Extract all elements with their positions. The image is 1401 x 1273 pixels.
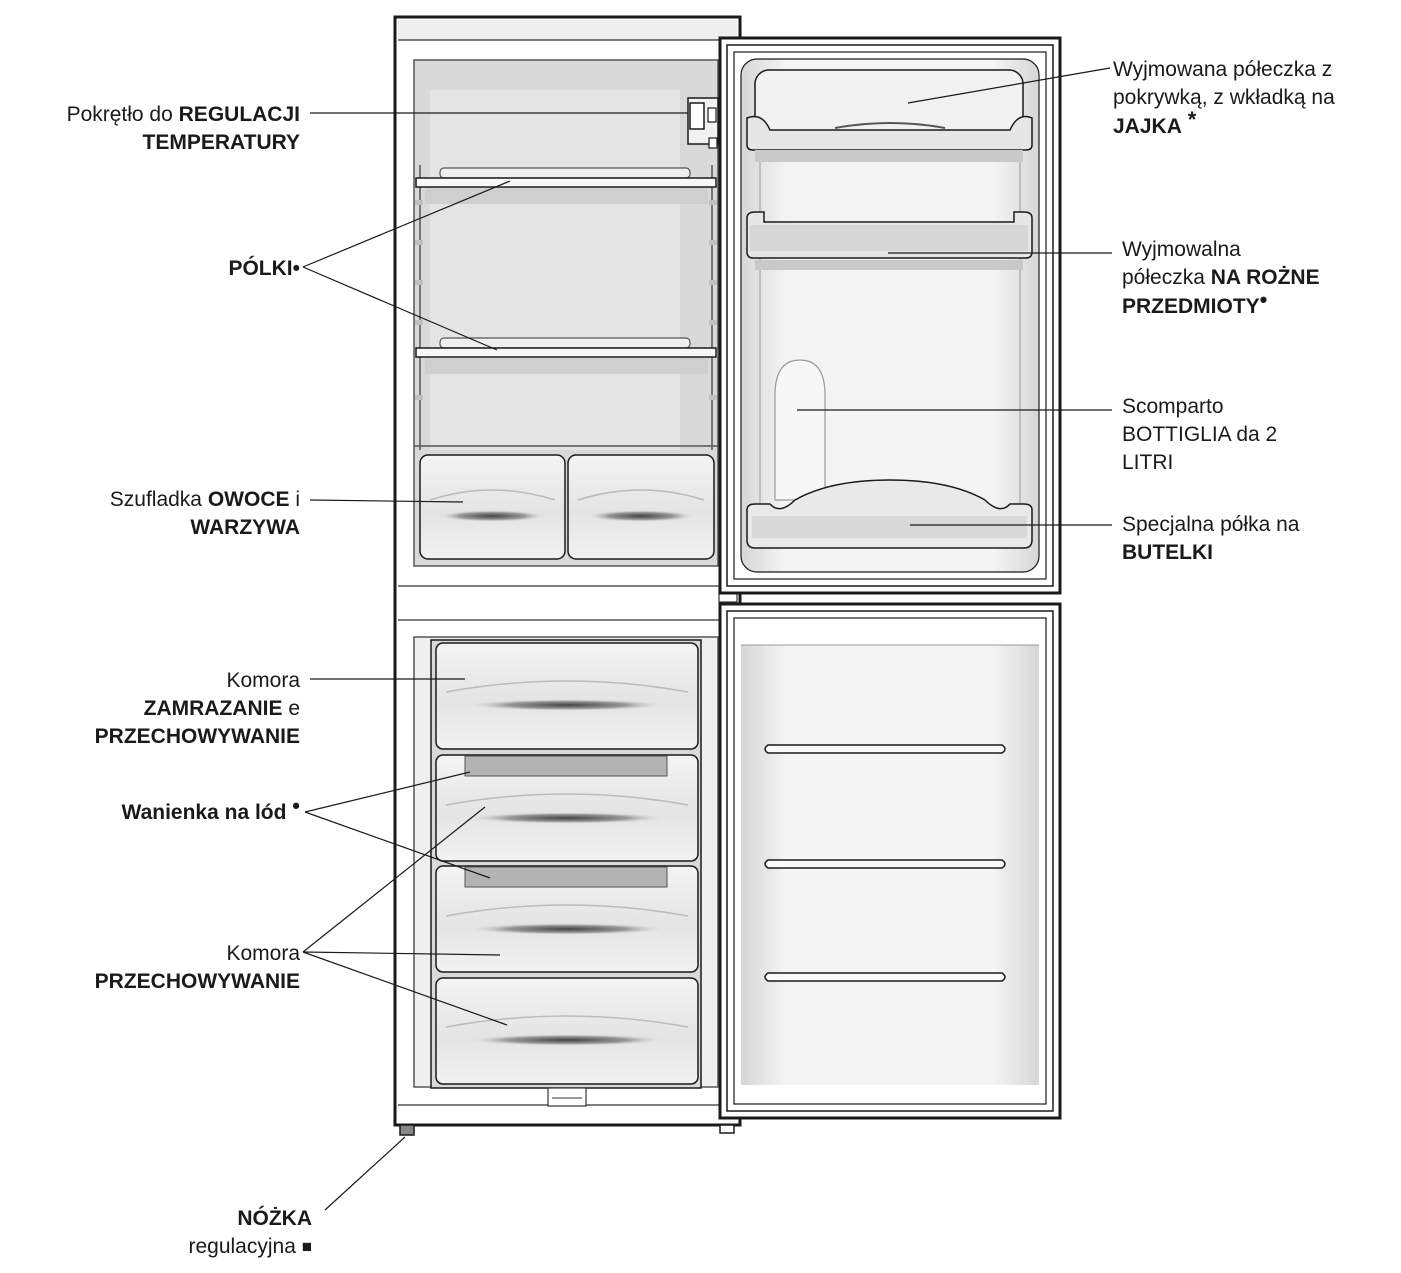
label-egg-shelf: Wyjmowana półeczka z pokrywką, z wkładką… bbox=[1113, 58, 1335, 138]
freezer-drawer-3 bbox=[435, 865, 699, 973]
glass-shelf-lower bbox=[415, 337, 717, 374]
label-ice-tray: Wanienka na lód • bbox=[121, 793, 300, 824]
label-shelves: PÓLKI• bbox=[228, 257, 300, 280]
adjustable-foot bbox=[399, 1124, 415, 1136]
misc-items-shelf bbox=[746, 211, 1033, 270]
freezer-drawer-2 bbox=[435, 754, 699, 862]
label-adjustable-foot: NÓŻKA regulacyjna ■ bbox=[188, 1207, 312, 1258]
label-freezing-compartment: Komora ZAMRAZANIE e PRZECHOWYWANIE bbox=[94, 669, 300, 748]
label-crisper-drawer: Szufladka OWOCE i WARZYWA bbox=[109, 488, 300, 539]
ice-tray-1 bbox=[464, 755, 668, 777]
door-rail-3 bbox=[764, 972, 1006, 982]
label-misc-shelf: Wyjmowalna półeczka NA ROŻNE PRZEDMIOTY• bbox=[1122, 238, 1320, 318]
label-temperature-control: Pokrętło do REGULACJI TEMPERATURY bbox=[66, 103, 300, 154]
door-rail-2 bbox=[764, 859, 1006, 869]
fridge-compartment bbox=[413, 59, 719, 567]
ice-tray-2 bbox=[464, 866, 668, 888]
label-bottle-compartment: Scomparto BOTTIGLIA da 2 LITRI bbox=[1122, 395, 1278, 474]
freezer-door bbox=[718, 602, 1062, 1120]
leader-lines bbox=[302, 67, 1112, 1211]
egg-shelf-with-lid bbox=[746, 69, 1033, 162]
crisper-drawer-right bbox=[567, 454, 715, 560]
door-rail-1 bbox=[764, 744, 1006, 754]
glass-shelf-upper bbox=[415, 167, 717, 204]
label-storage-compartment: Komora PRZECHOWYWANIE bbox=[94, 942, 300, 993]
bottle-compartment bbox=[774, 359, 826, 501]
crisper-drawer-left bbox=[419, 454, 566, 560]
label-bottle-shelf: Specjalna półka na BUTELKI bbox=[1122, 513, 1300, 564]
bottle-shelf bbox=[746, 479, 1033, 549]
freezer-drawer-4 bbox=[435, 977, 699, 1085]
temperature-control-knob bbox=[687, 97, 719, 149]
freezer-drawer-1 bbox=[435, 642, 699, 750]
